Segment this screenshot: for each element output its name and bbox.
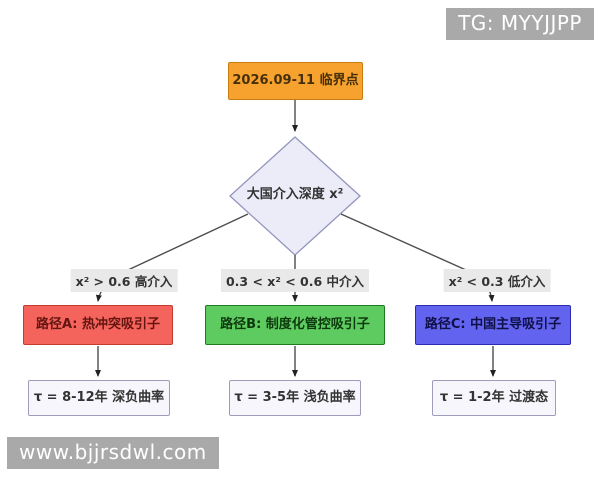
path-b-node[interactable]: 路径B: 制度化管控吸引子 (205, 305, 385, 345)
path-a-node[interactable]: 路径A: 热冲突吸引子 (23, 305, 173, 345)
root-node-label: 2026.09-11 临界点 (232, 72, 359, 88)
tg-handle-text: TG: MYYJJPP (458, 11, 582, 35)
root-node-critical-point[interactable]: 2026.09-11 临界点 (228, 62, 363, 100)
edge-label-text: x² < 0.3 低介入 (448, 274, 546, 289)
edge-label-low-intervention: x² < 0.3 低介入 (443, 269, 551, 292)
outcome-a-node[interactable]: τ = 8-12年 深负曲率 (28, 380, 170, 416)
path-b-label: 路径B: 制度化管控吸引子 (220, 316, 370, 332)
outcome-b-label: τ = 3-5年 浅负曲率 (234, 389, 356, 405)
tg-handle-badge: TG: MYYJJPP (446, 8, 594, 40)
outcome-a-label: τ = 8-12年 深负曲率 (33, 389, 165, 405)
path-c-label: 路径C: 中国主导吸引子 (424, 316, 562, 332)
edge-label-mid-intervention: 0.3 < x² < 0.6 中介入 (220, 269, 370, 292)
edge-label-text: x² > 0.6 高介入 (75, 274, 173, 289)
decision-text: 大国介入深度 x² (246, 187, 344, 202)
path-c-node[interactable]: 路径C: 中国主导吸引子 (415, 305, 571, 345)
outcome-c-node[interactable]: τ = 1-2年 过渡态 (432, 380, 556, 416)
outcome-b-node[interactable]: τ = 3-5年 浅负曲率 (229, 380, 361, 416)
edge-label-high-intervention: x² > 0.6 高介入 (70, 269, 178, 292)
path-a-label: 路径A: 热冲突吸引子 (35, 316, 161, 332)
website-watermark: www.bjjrsdwl.com (7, 437, 219, 469)
edge-label-text: 0.3 < x² < 0.6 中介入 (225, 274, 365, 289)
outcome-c-label: τ = 1-2年 过渡态 (439, 389, 549, 405)
website-watermark-text: www.bjjrsdwl.com (19, 440, 207, 464)
decision-node-label[interactable]: 大国介入深度 x² (233, 183, 357, 202)
